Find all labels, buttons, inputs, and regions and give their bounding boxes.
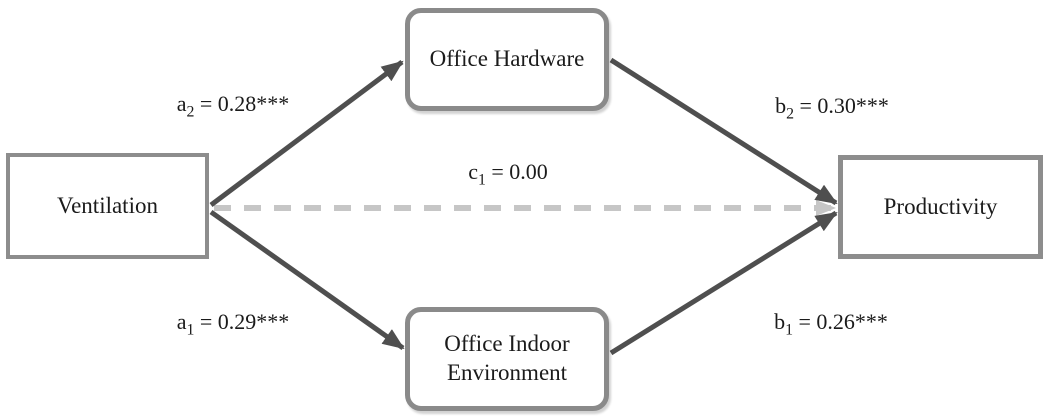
edge-label-b2-sub: 2 [786,105,794,123]
node-ventilation-label: Ventilation [57,192,158,218]
edge-label-a2-sub: 2 [186,103,195,121]
edge-label-a2: a2 = 0.28*** [176,91,290,121]
edge-label-c1-value: = 0.00 [485,159,548,184]
edge-b2-arrow [609,57,838,206]
edge-b1-arrow [609,210,838,356]
edge-label-a2-var: a [176,91,187,116]
edge-label-c1-sub: 1 [477,171,486,189]
edge-a1-arrow [209,209,405,351]
edge-label-a1-value: = 0.29*** [194,309,290,334]
edge-label-b1-sub: 1 [785,321,793,339]
node-office-hardware: Office Hardware [405,8,609,111]
edge-a2-arrow [209,59,404,208]
node-office-indoor-environment: Office Indoor Environment [405,307,609,411]
edge-label-a1: a1 = 0.29*** [176,309,290,339]
node-productivity-label: Productivity [883,193,998,219]
node-ventilation: Ventilation [6,153,209,259]
edge-label-b2: b2 = 0.30*** [775,93,889,123]
node-office-indoor-environment-label: Office Indoor Environment [444,331,570,385]
edge-label-b2-var: b [775,93,787,118]
edge-label-c1: c1 = 0.00 [468,159,548,189]
edge-label-b2-value: = 0.30*** [794,93,889,118]
edge-label-a2-value: = 0.28*** [194,91,290,116]
edge-label-b1-var: b [774,309,786,334]
edge-label-a1-sub: 1 [186,321,195,339]
edge-label-a1-var: a [176,309,187,334]
edge-label-c1-var: c [468,159,478,184]
edge-label-b1: b1 = 0.26*** [774,309,888,339]
edge-label-b1-value: = 0.26*** [793,309,888,334]
node-office-hardware-label: Office Hardware [429,46,585,72]
node-productivity: Productivity [838,155,1043,259]
